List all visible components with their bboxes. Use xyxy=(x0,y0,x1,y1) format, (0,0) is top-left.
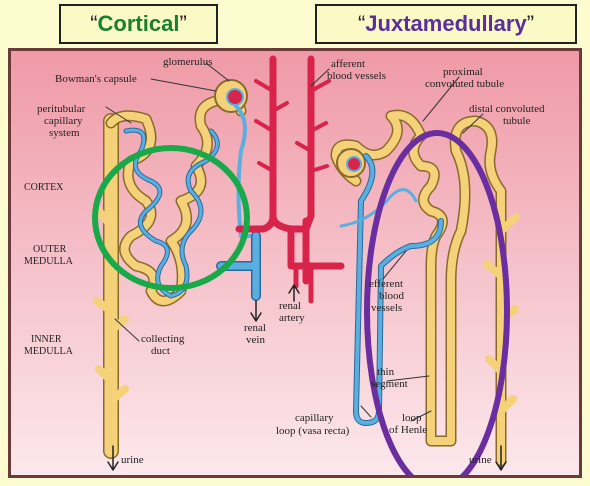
close-quote: ” xyxy=(526,11,535,36)
close-quote: ” xyxy=(179,11,187,36)
urine-arrows xyxy=(107,445,507,471)
label-leader-lines xyxy=(105,62,484,422)
label-renal-artery-1: renal xyxy=(279,300,301,312)
bowmans-capsule-left xyxy=(214,79,248,113)
peritubular-capillaries xyxy=(123,104,253,299)
label-proximal-2: convoluted tubule xyxy=(425,78,504,90)
label-peritubular-3: system xyxy=(49,127,80,139)
label-efferent-1: efferent xyxy=(369,278,403,290)
flow-arrows-center xyxy=(250,284,300,322)
label-afferent-1: afferent xyxy=(331,58,365,70)
label-bowmans-capsule: Bowman's capsule xyxy=(55,73,137,85)
label-efferent-2: blood xyxy=(379,290,405,302)
label-loop-henle-1: loop xyxy=(402,412,422,424)
label-cortex: CORTEX xyxy=(24,182,64,193)
label-renal-vein-2: vein xyxy=(246,334,265,346)
label-glomerulus: glomerulus xyxy=(163,56,213,68)
renal-artery-tree xyxy=(235,55,345,304)
label-outer-medulla-2: MEDULLA xyxy=(24,256,74,267)
label-capillary-loop-1: capillary xyxy=(295,412,334,424)
juxtamedullary-highlight-ellipse xyxy=(364,130,510,475)
bowmans-capsule-right xyxy=(336,148,366,178)
cortical-highlight-circle xyxy=(92,145,250,291)
label-outer-medulla-1: OUTER xyxy=(33,244,67,255)
open-quote: “ xyxy=(357,11,366,36)
label-afferent-2: blood vessels xyxy=(327,70,386,82)
nephron-diagram: glomerulus Bowman's capsule peritubular … xyxy=(24,55,545,475)
label-distal-1: distal convoluted xyxy=(469,103,545,115)
open-quote: “ xyxy=(90,11,98,36)
label-renal-vein-1: renal xyxy=(244,322,266,334)
label-inner-medulla-1: INNER xyxy=(31,334,62,345)
label-urine-left: urine xyxy=(121,454,144,466)
label-proximal-1: proximal xyxy=(443,66,483,78)
cortical-nephron-tubule xyxy=(105,92,247,307)
nephron-diagram-panel: glomerulus Bowman's capsule peritubular … xyxy=(8,48,582,478)
juxtamedullary-title: Juxtamedullary xyxy=(365,11,527,36)
cortical-title: Cortical xyxy=(97,11,180,36)
label-inner-medulla-2: MEDULLA xyxy=(24,346,74,357)
label-peritubular-1: peritubular xyxy=(37,103,86,115)
label-thin-segment-1: thin xyxy=(377,366,395,378)
label-collecting-duct-2: duct xyxy=(151,345,170,357)
label-efferent-3: vessels xyxy=(371,302,402,314)
renal-vein xyxy=(216,231,261,301)
vasa-recta xyxy=(339,153,444,426)
label-renal-artery-2: artery xyxy=(279,312,305,324)
label-distal-2: tubule xyxy=(503,115,531,127)
label-thin-segment-2: segment xyxy=(371,378,408,390)
label-collecting-duct-1: collecting xyxy=(141,333,185,345)
label-loop-henle-2: of Henle xyxy=(389,424,427,436)
juxtamedullary-nephron-tubule xyxy=(330,109,520,467)
juxtamedullary-title-box: “Juxtamedullary” xyxy=(315,4,577,44)
cortical-title-box: “Cortical” xyxy=(59,4,218,44)
label-peritubular-2: capillary xyxy=(44,115,83,127)
label-urine-right: urine xyxy=(469,454,492,466)
label-capillary-loop-2: loop (vasa recta) xyxy=(276,425,350,437)
